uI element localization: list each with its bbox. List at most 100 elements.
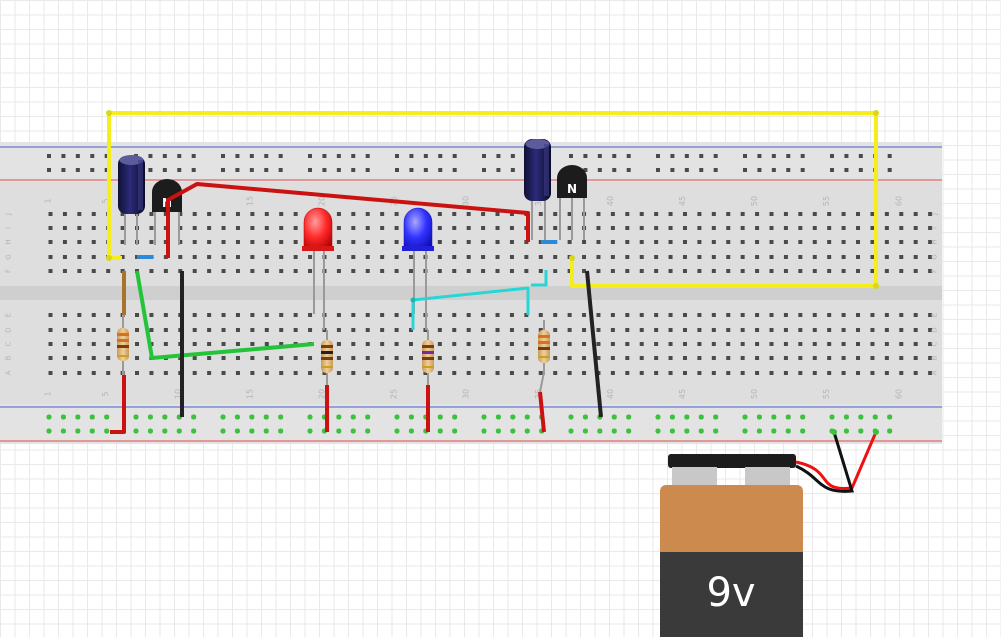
npn-transistor[interactable]: N <box>557 165 587 240</box>
breadboard-hole[interactable] <box>351 328 356 332</box>
rail-hole[interactable] <box>626 168 631 172</box>
rail-hole[interactable] <box>569 154 573 158</box>
breadboard-hole[interactable] <box>466 255 471 259</box>
breadboard-hole[interactable] <box>264 313 269 317</box>
breadboard-hole[interactable] <box>812 240 817 244</box>
breadboard-hole[interactable] <box>697 212 702 216</box>
breadboard-hole[interactable] <box>899 342 904 346</box>
breadboard-hole[interactable] <box>668 240 673 244</box>
breadboard-hole[interactable] <box>682 328 687 332</box>
rail-hole[interactable] <box>482 168 486 172</box>
breadboard-hole[interactable] <box>538 269 543 273</box>
breadboard-hole[interactable] <box>279 328 284 332</box>
breadboard-hole[interactable] <box>798 226 803 230</box>
breadboard-hole[interactable] <box>884 371 889 375</box>
breadboard-hole[interactable] <box>856 356 861 360</box>
rail-hole[interactable] <box>148 154 153 158</box>
breadboard-hole[interactable] <box>77 269 82 273</box>
breadboard-hole[interactable] <box>466 240 471 244</box>
breadboard-hole[interactable] <box>697 313 702 317</box>
breadboard-hole[interactable] <box>553 342 558 346</box>
breadboard-hole[interactable] <box>726 342 731 346</box>
rail-hole[interactable] <box>409 154 414 158</box>
breadboard-hole[interactable] <box>62 356 67 360</box>
breadboard-hole[interactable] <box>221 328 226 332</box>
breadboard-hole[interactable] <box>538 255 543 259</box>
breadboard-hole[interactable] <box>697 240 702 244</box>
breadboard-hole[interactable] <box>697 371 702 375</box>
rail-hole[interactable] <box>670 154 675 158</box>
rail-hole[interactable] <box>395 154 399 158</box>
breadboard-hole[interactable] <box>77 212 82 216</box>
breadboard-hole[interactable] <box>726 371 731 375</box>
breadboard-hole[interactable] <box>567 356 572 360</box>
breadboard-hole[interactable] <box>582 371 587 375</box>
black-wire[interactable] <box>585 270 603 418</box>
breadboard-hole[interactable] <box>827 226 832 230</box>
breadboard-hole[interactable] <box>769 371 774 375</box>
breadboard-hole[interactable] <box>481 255 486 259</box>
breadboard-hole[interactable] <box>870 313 875 317</box>
breadboard-hole[interactable] <box>682 226 687 230</box>
breadboard-hole[interactable] <box>668 313 673 317</box>
breadboard-hole[interactable] <box>509 212 514 216</box>
breadboard-hole[interactable] <box>452 342 457 346</box>
breadboard-hole[interactable] <box>899 240 904 244</box>
breadboard-hole[interactable] <box>553 212 558 216</box>
breadboard-hole[interactable] <box>452 269 457 273</box>
battery-black-lead[interactable] <box>795 431 854 493</box>
breadboard-hole[interactable] <box>149 328 154 332</box>
breadboard-hole[interactable] <box>711 328 716 332</box>
breadboard-hole[interactable] <box>841 371 846 375</box>
breadboard-hole[interactable] <box>538 226 543 230</box>
breadboard-hole[interactable] <box>884 313 889 317</box>
breadboard-hole[interactable] <box>264 371 269 375</box>
breadboard-hole[interactable] <box>380 269 385 273</box>
breadboard-hole[interactable] <box>481 226 486 230</box>
breadboard-hole[interactable] <box>783 342 788 346</box>
breadboard-hole[interactable] <box>755 356 760 360</box>
breadboard-hole[interactable] <box>380 313 385 317</box>
breadboard-hole[interactable] <box>582 342 587 346</box>
breadboard-hole[interactable] <box>437 240 442 244</box>
breadboard-hole[interactable] <box>668 328 673 332</box>
breadboard-hole[interactable] <box>77 342 82 346</box>
breadboard-hole[interactable] <box>192 269 197 273</box>
breadboard-hole[interactable] <box>928 269 933 273</box>
breadboard-hole[interactable] <box>394 269 399 273</box>
breadboard-hole[interactable] <box>380 240 385 244</box>
rail-hole[interactable] <box>47 168 51 172</box>
breadboard-hole[interactable] <box>524 255 529 259</box>
rail-hole[interactable] <box>75 168 80 172</box>
breadboard-hole[interactable] <box>308 313 313 317</box>
breadboard-hole[interactable] <box>711 342 716 346</box>
breadboard-hole[interactable] <box>149 226 154 230</box>
breadboard-hole[interactable] <box>120 240 125 244</box>
breadboard-hole[interactable] <box>625 342 630 346</box>
breadboard-hole[interactable] <box>192 356 197 360</box>
breadboard-hole[interactable] <box>394 342 399 346</box>
breadboard-hole[interactable] <box>899 255 904 259</box>
breadboard-hole[interactable] <box>884 240 889 244</box>
breadboard-hole[interactable] <box>264 226 269 230</box>
breadboard-hole[interactable] <box>697 226 702 230</box>
breadboard-hole[interactable] <box>682 371 687 375</box>
breadboard-hole[interactable] <box>495 269 500 273</box>
breadboard-hole[interactable] <box>308 371 313 375</box>
breadboard-hole[interactable] <box>654 356 659 360</box>
rail-hole[interactable] <box>800 154 805 158</box>
breadboard-hole[interactable] <box>293 212 298 216</box>
rail-hole[interactable] <box>90 168 95 172</box>
rail-hole[interactable] <box>771 154 776 158</box>
breadboard-hole[interactable] <box>221 240 226 244</box>
breadboard-hole[interactable] <box>235 212 240 216</box>
breadboard-hole[interactable] <box>235 356 240 360</box>
breadboard-hole[interactable] <box>726 269 731 273</box>
rail-hole[interactable] <box>221 168 225 172</box>
rail-hole[interactable] <box>496 168 501 172</box>
breadboard-hole[interactable] <box>827 342 832 346</box>
breadboard-hole[interactable] <box>394 371 399 375</box>
breadboard-hole[interactable] <box>639 313 644 317</box>
breadboard-hole[interactable] <box>48 269 53 273</box>
breadboard-hole[interactable] <box>293 255 298 259</box>
